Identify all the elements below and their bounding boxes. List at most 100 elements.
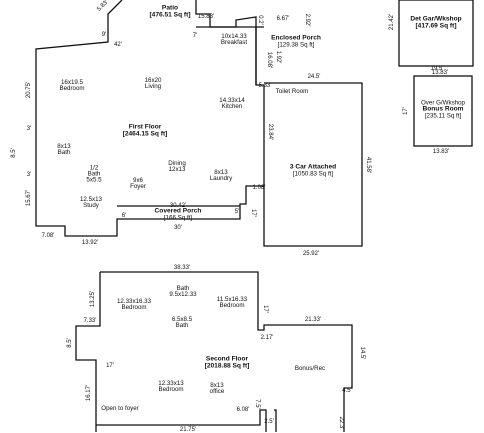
foyer-size: 9x6 [133,176,143,184]
dim-second-left-top: 13.25' [90,290,96,308]
enclosed-porch-name: Enclosed Porch [271,34,321,42]
living-label: 16x20 Living [144,76,162,90]
bonus-rec-label: Bonus/Rec [295,365,325,372]
dim-kitchen-right: 23.84' [267,123,273,141]
foyer-name: Foyer [130,183,146,190]
dim-porch-right: 2.92' [304,13,310,27]
dim-second-223: 22.3' [338,416,344,430]
bonus-room-line2: Bonus Room [422,105,464,113]
bedroom-low-name: Bedroom [158,386,184,393]
laundry-size: 8x13 [214,168,228,176]
bedroom-left-name: Bedroom [121,304,147,311]
foyer-label: 9x6 Foyer [130,176,146,190]
dim-second-145: 14.5' [359,346,365,360]
bath-top-label: Bath 9.5x12.33 [169,285,196,298]
det-garage-name: Det Gar/Wkshop [410,15,462,23]
bedroom-label: 16x19.5 Bedroom [59,78,85,92]
dim-bottom-left: 7.08' [41,233,55,239]
laundry-label: 8x13 Laundry [209,168,233,182]
first-floor-name: First Floor [128,123,162,131]
bedroom-name: Bedroom [59,85,85,92]
open-foyer-label: Open to foyer [101,404,139,412]
second-floor-top [100,271,353,432]
enclosed-porch-label: Enclosed Porch [129.38 Sq ft] [271,34,321,49]
covered-porch-label: Covered Porch [166 Sq ft] [155,208,202,222]
bonus-room-label: Over G/Wkshop Bonus Room [235.11 Sq ft] [420,99,466,120]
bedroom-left-size: 12.33x16.33 [116,297,152,305]
bath-mid-name: Bath [175,322,189,329]
dim-second-217: 2.17' [260,335,274,341]
study-name: Study [83,202,99,209]
breakfast-name: Breakfast [220,39,248,46]
garage-name: 3 Car Attached [289,163,337,171]
half-bath-dims: 5x5.5 [86,177,102,185]
dim-left-step1: 3' [26,126,32,132]
second-floor-stair [274,409,277,432]
first-floor-title: First Floor [2464.15 Sq ft] [123,124,168,137]
living-size: 16x20 [144,76,162,84]
bonus-room-area: [235.11 Sq ft] [424,112,462,120]
dim-step: 0.2' [257,15,263,25]
dim-study-step: 6' [121,213,127,219]
bath-size: 8x13 [57,142,71,150]
bonus-room-line1: Over G/Wkshop [420,99,466,107]
half-bath-label: 1/2 Bath 5x5.5 [86,164,102,185]
det-garage-label: Det Gar/Wkshop [417.69 Sq ft] [410,16,461,29]
kitchen-size: 14.33x14 [219,96,245,104]
dim-garage-top: 24.5' [307,74,321,80]
dim-second-17b: 17' [262,305,268,313]
breakfast-size: 10x14.33 [221,32,247,40]
dim-second-608: 6.08' [236,407,250,413]
half-bath-size: 1/2 [89,164,99,172]
study-label: 12.5x13 Study [79,195,103,209]
half-bath-name: Bath [87,170,101,178]
dim-porch-height: 16.08' [266,51,272,69]
dim-bottom-study: 13.92' [81,240,99,246]
dim-left-mid: 8.5' [11,148,17,158]
dim-second-top: 38.33' [173,265,191,271]
dim-laundry-step: 1.08' [252,185,266,191]
office-label: 8x13 office [210,381,225,395]
dim-bonus-bottom: 13.83' [432,149,450,155]
dim-porch-top: 6.67' [276,16,290,22]
bath-label: 8x13 Bath [57,142,71,156]
dining-name: Dining [168,159,186,167]
study-size: 12.5x13 [79,195,103,203]
dining-label: Dining 12x13 [168,159,186,173]
dim-second-25: 2.5' [264,419,274,425]
dim-second-1617: 16.17' [86,384,92,402]
dim-det-garage-bottom: 19.5' [430,66,444,72]
office-size: 8x13 [210,381,224,389]
patio-area: [476.51 Sq ft] [149,11,191,18]
toilet-label: Toilet Room [275,87,309,95]
second-floor-area: [2018.88 Sq ft] [204,362,250,369]
dim-patio-width: 15.83' [197,14,215,20]
bedroom-size: 16x19.5 [60,78,84,86]
bedroom-right-name: Bedroom [219,302,245,309]
dim-second-45: 4.5' [342,388,352,394]
bath-mid-size: 6.5x8.5 [171,315,193,323]
dim-front: 30.42' [169,203,187,209]
living-name: Living [144,83,162,90]
open-foyer-name: Open to foyer [101,404,139,412]
dim-second-17a: 17' [106,363,114,369]
dim-left-step2: 3' [26,172,32,178]
dim-second-bottom: 21.75' [179,427,197,433]
garage-area: [1050.83 Sq ft] [292,170,334,178]
dim-second-733: 7.33' [83,318,97,324]
det-garage-area: [417.69 Sq ft] [415,22,457,29]
breakfast-label: 10x14.33 Breakfast [220,32,248,46]
dim-patio-left: 9' [101,32,107,38]
bath-name: Bath [57,149,71,156]
toilet-name: Toilet Room [275,87,309,95]
bedroom-low-label: 12.33x13 Bedroom [158,380,184,393]
dim-garage-height: 41.58' [365,156,371,174]
covered-porch-area: [166 Sq ft] [163,214,193,222]
patio-name: Patio [161,4,179,12]
bonus-room-outline [413,75,473,147]
laundry-name: Laundry [209,175,233,182]
dim-breakfast-side: 7' [192,33,198,39]
second-floor-title: Second Floor [2018.88 Sq ft] [205,356,250,369]
bath-mid-label: 6.5x8.5 Bath [171,315,193,329]
